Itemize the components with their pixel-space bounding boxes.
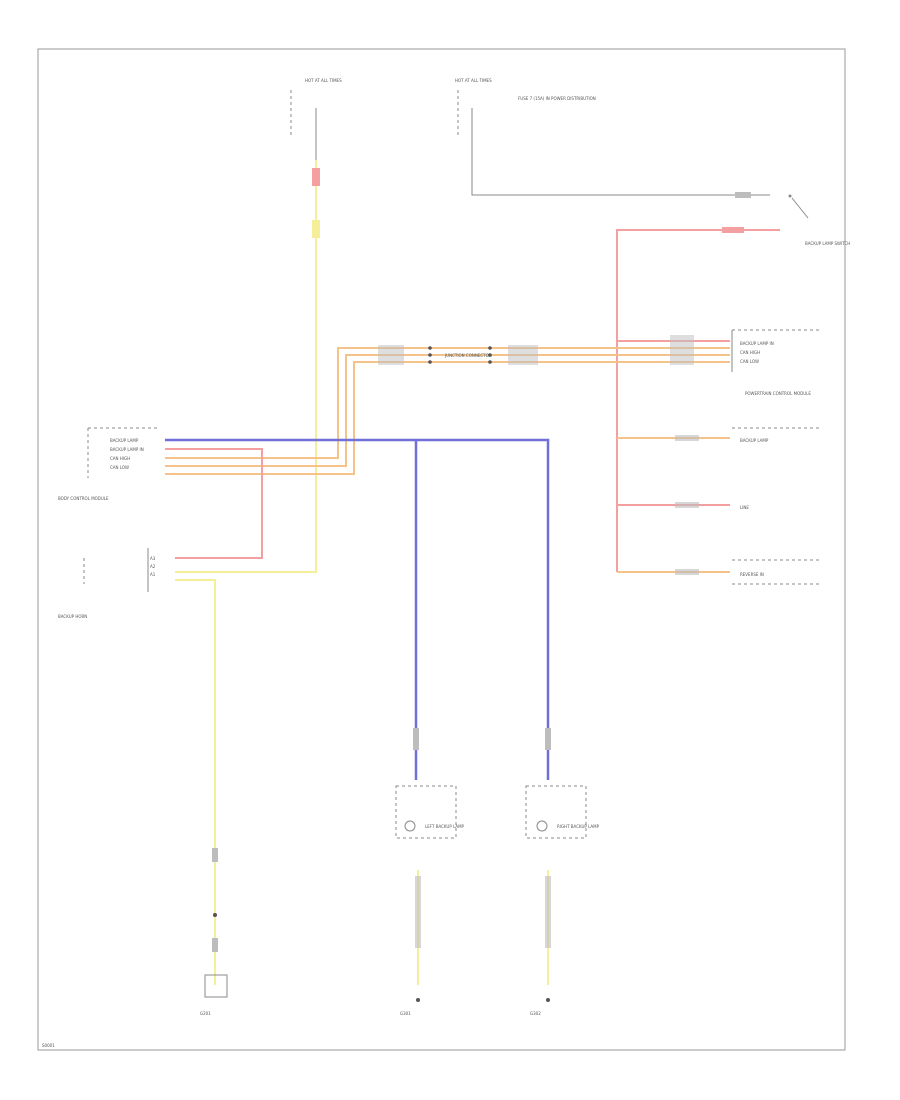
wire-red-switch [616,229,780,572]
wire-label-top-yellow-1 [312,168,320,186]
wire-label-red-top [722,227,744,233]
right-backup-lamp: RIGHT BACKUP LAMP [525,785,600,839]
left-lamp-label: LEFT BACKUP LAMP [425,824,465,829]
wire-label-top-yellow-2 [312,220,320,238]
fuse-left-label: HOT AT ALL TIMES [305,78,342,83]
junction-dot-horn [213,913,217,917]
wire-blue-bus [165,438,550,780]
left-pin-1: BACKUP LAMP [110,438,139,443]
left-module-label: BODY CONTROL MODULE [58,496,109,501]
left-pin-2: BACKUP LAMP IN [110,447,144,452]
horn-pin-a1: A1 [150,572,156,577]
horn-pin-a3: A3 [150,556,156,561]
horn-label: BACKUP HORN [58,614,87,619]
ground-right: G302 [530,998,550,1016]
right-pin-2: CAN HIGH [740,350,760,355]
backup-lamp-switch: BACKUP LAMP SWITCH [788,194,850,246]
right-lamp-label: RIGHT BACKUP LAMP [557,824,600,829]
right-module-label: POWERTRAIN CONTROL MODULE [745,391,811,396]
ground-left-label: G201 [200,1011,211,1016]
right-connector-3 [675,502,699,508]
right-pin-1: BACKUP LAMP IN [740,341,774,346]
left-control-module: BACKUP LAMP BACKUP LAMP IN CAN HIGH CAN … [58,427,160,501]
right-connector-1 [670,335,694,365]
wire-red-horn [165,448,263,559]
wire-yellow-feed [175,160,317,573]
right-connector-4 [675,569,699,575]
switch-label: BACKUP LAMP SWITCH [805,241,850,246]
left-pin-3: CAN HIGH [110,456,130,461]
ground-mid: G301 [400,998,420,1016]
right-pin-5: LINE [740,505,749,510]
left-pin-4: CAN LOW [110,465,129,470]
wire-horn-ground [175,579,216,985]
wire-bus-1 [165,347,730,459]
wire-label-ground-brn [212,938,218,952]
junction-connector: JUNCTION CONNECTOR [378,345,538,365]
right-pin-4: BACKUP LAMP [740,438,769,443]
right-pin-3: CAN LOW [740,359,759,364]
wire-label-blue-r [545,728,551,750]
backup-horn: A3 A2 A1 BACKUP HORN [58,548,156,619]
fuse-right-label: HOT AT ALL TIMES [455,78,492,83]
wire-label-brn [212,848,218,862]
diagram-frame [37,48,846,1051]
wire-label-brn-2 [545,876,551,948]
fuse-right: HOT AT ALL TIMES FUSE 7 (15A) IN POWER D… [455,78,596,160]
wire-label-sig-gry [735,192,751,198]
wire-bus-3 [165,361,730,475]
wire-label-brn-1 [415,876,421,948]
fuse-right-note: FUSE 7 (15A) IN POWER DISTRIBUTION [518,96,596,101]
right-control-modules: BACKUP LAMP IN CAN HIGH CAN LOW POWERTRA… [731,329,820,585]
footer-code: S0001 [42,1043,55,1048]
junction-label: JUNCTION CONNECTOR [444,353,492,358]
wire-gray-switch [471,160,770,196]
wire-label-blue-l [413,728,419,750]
right-connector-2 [675,435,699,441]
ground-left: G201 [200,974,228,1016]
ground-mid-label: G301 [400,1011,411,1016]
left-backup-lamp: LEFT BACKUP LAMP [395,785,465,839]
horn-pin-a2: A2 [150,564,156,569]
fuse-left: HOT AT ALL TIMES [290,78,342,160]
ground-right-label: G302 [530,1011,541,1016]
right-pin-6: REVERSE IN [740,572,764,577]
